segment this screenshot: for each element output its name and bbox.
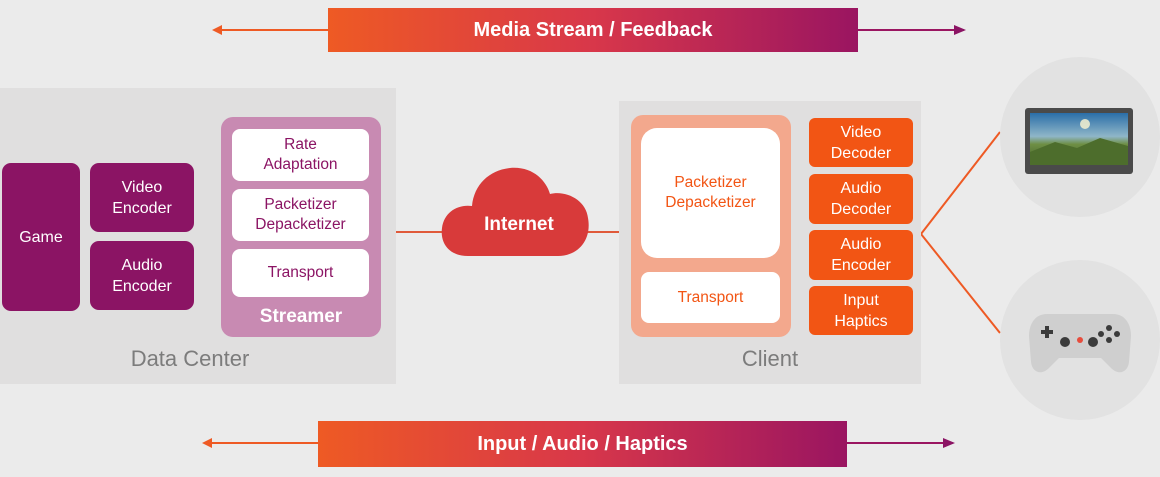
client-label: Client [741, 346, 799, 371]
streamer-packetizer-label: Packetizer Depacketizer [255, 196, 346, 233]
video-decoder-box: Video Decoder [809, 118, 913, 167]
client-transport-label: Transport [677, 288, 744, 306]
streamer-transport-box: Transport [232, 249, 369, 297]
screen-icon [1025, 108, 1133, 174]
game-box: Game [2, 163, 80, 311]
client-audio-encoder-label: Audio Encoder [831, 236, 891, 274]
audio-encoder-label: Audio Encoder [112, 256, 172, 295]
streamer-label: Streamer [259, 306, 343, 327]
data-center-label: Data Center [130, 346, 250, 371]
bottom-banner-label: Input / Audio / Haptics [477, 432, 688, 455]
video-decoder-label: Video Decoder [830, 123, 892, 162]
gamepad-icon [1029, 314, 1131, 373]
audio-decoder-box: Audio Decoder [809, 174, 913, 224]
streamer-packetizer-box: Packetizer Depacketizer [232, 189, 369, 241]
internet-cloud [441, 167, 589, 256]
video-encoder-label: Video Encoder [112, 178, 172, 217]
client-to-gamepad-line [920, 233, 1001, 334]
audio-encoder-box: Audio Encoder [90, 241, 194, 310]
video-encoder-box: Video Encoder [90, 163, 194, 232]
rate-adaptation-label: Rate Adaptation [263, 136, 338, 173]
rate-adaptation-box: Rate Adaptation [232, 129, 369, 181]
client-audio-encoder-box: Audio Encoder [809, 230, 913, 280]
client-to-screen-line [920, 131, 1001, 235]
client-packetizer-label: Packetizer Depacketizer [665, 174, 756, 211]
streamer-transport-label: Transport [267, 264, 334, 281]
top-banner: Media Stream / Feedback [328, 8, 858, 52]
input-haptics-box: Input Haptics [809, 286, 913, 335]
game-label: Game [19, 228, 63, 246]
top-banner-label: Media Stream / Feedback [473, 18, 713, 41]
internet-label: Internet [484, 214, 554, 235]
audio-decoder-label: Audio Decoder [830, 180, 892, 218]
client-transport-box: Transport [641, 272, 780, 323]
client-packetizer-box: Packetizer Depacketizer [641, 128, 780, 258]
input-haptics-label: Input Haptics [834, 291, 888, 330]
bottom-banner: Input / Audio / Haptics [318, 421, 847, 467]
